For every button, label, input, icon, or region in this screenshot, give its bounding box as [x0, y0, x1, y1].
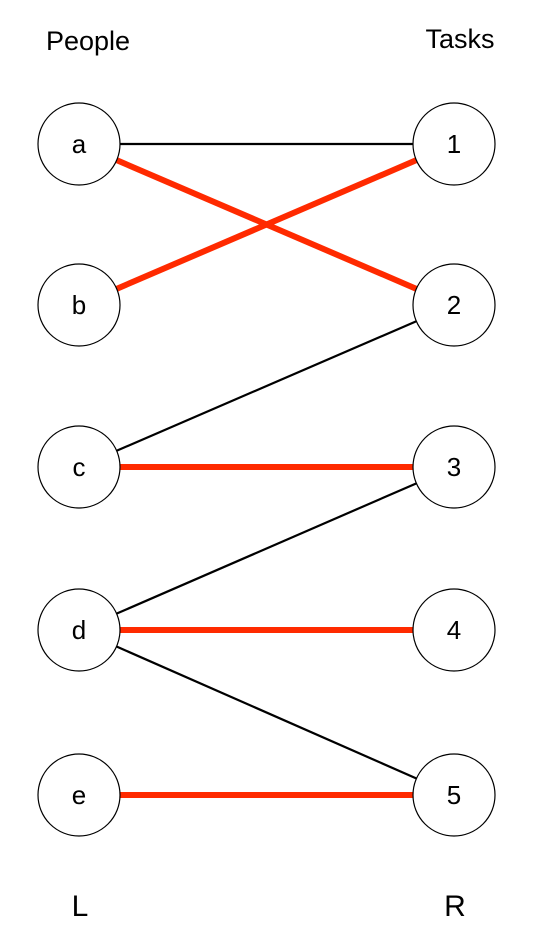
node-circle: [37, 102, 121, 186]
node-label: 4: [447, 615, 461, 645]
node-circle: [37, 425, 121, 509]
left-header: People: [46, 26, 130, 56]
edge-d-3: [116, 482, 417, 615]
right-header: Tasks: [425, 24, 494, 54]
edges-layer: [115, 142, 418, 798]
edge-b-1-matched: [115, 157, 418, 292]
node-circle: [37, 263, 121, 347]
nodes-layer: a b c d e 1 2 3 4 5: [37, 102, 496, 837]
node-label: d: [72, 615, 86, 645]
right-footer: R: [444, 890, 466, 923]
node-3: 3: [412, 425, 496, 509]
edge-d-5: [116, 645, 417, 780]
edge-c-2: [116, 320, 417, 452]
node-label: b: [72, 290, 86, 320]
node-label: c: [73, 452, 86, 482]
node-circle: [37, 753, 121, 837]
node-2: 2: [412, 263, 496, 347]
node-label: 3: [447, 452, 461, 482]
node-1: 1: [412, 102, 496, 186]
node-b: b: [37, 263, 121, 347]
node-d: d: [37, 588, 121, 672]
node-label: 1: [447, 129, 461, 159]
node-label: e: [72, 780, 86, 810]
node-5: 5: [412, 753, 496, 837]
node-circle: [412, 753, 496, 837]
node-circle: [37, 588, 121, 672]
node-4: 4: [412, 588, 496, 672]
node-circle: [412, 588, 496, 672]
node-label: 5: [447, 780, 461, 810]
node-label: 2: [447, 290, 461, 320]
node-a: a: [37, 102, 121, 186]
node-e: e: [37, 753, 121, 837]
node-circle: [412, 263, 496, 347]
node-label: a: [72, 129, 87, 159]
left-footer: L: [72, 890, 89, 923]
node-circle: [412, 425, 496, 509]
node-circle: [412, 102, 496, 186]
node-c: c: [37, 425, 121, 509]
